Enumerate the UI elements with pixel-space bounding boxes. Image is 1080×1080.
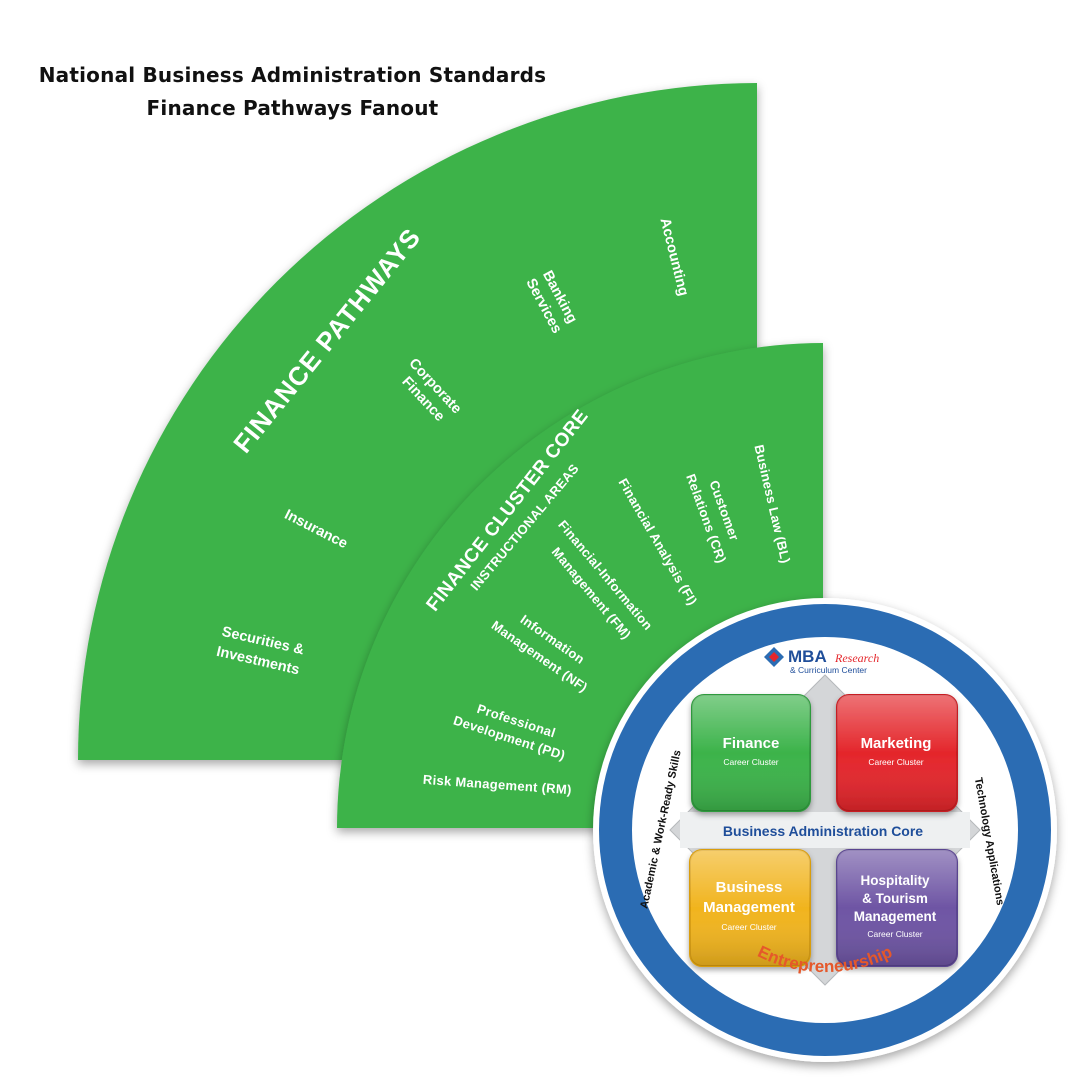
cluster-hospitality-title-line3: Management [854,909,937,924]
mba-logo-center: & Curriculum Center [790,665,867,675]
cluster-hospitality-tourism [836,849,958,967]
cluster-finance-title: Finance [723,735,780,752]
cluster-hospitality-title-line2: & Tourism [862,891,928,906]
cluster-business-management [689,849,811,967]
cluster-marketing [836,694,958,812]
cluster-business-management-title-line1: Business [716,879,783,896]
page-subtitle: Finance Pathways Fanout [146,96,439,120]
page-title: National Business Administration Standar… [38,63,547,87]
core-band [680,812,970,848]
cluster-hospitality-subtitle: Career Cluster [867,929,922,939]
cluster-finance [691,694,811,812]
cluster-business-management-subtitle: Career Cluster [721,922,776,932]
cluster-marketing-subtitle: Career Cluster [868,757,923,767]
mba-logo: MBA Research & Curriculum Center [764,647,879,675]
mba-logo-mark: MBA [788,647,827,666]
cluster-finance-subtitle: Career Cluster [723,757,778,767]
nbas-seal: National Business Administration Standar… [593,598,1057,1062]
cluster-marketing-title: Marketing [861,735,932,752]
business-admin-core-label: Business Administration Core [723,823,923,839]
mba-logo-research: Research [834,651,879,665]
cluster-hospitality-title-line1: Hospitality [860,873,930,888]
cluster-business-management-title-line2: Management [703,899,795,916]
